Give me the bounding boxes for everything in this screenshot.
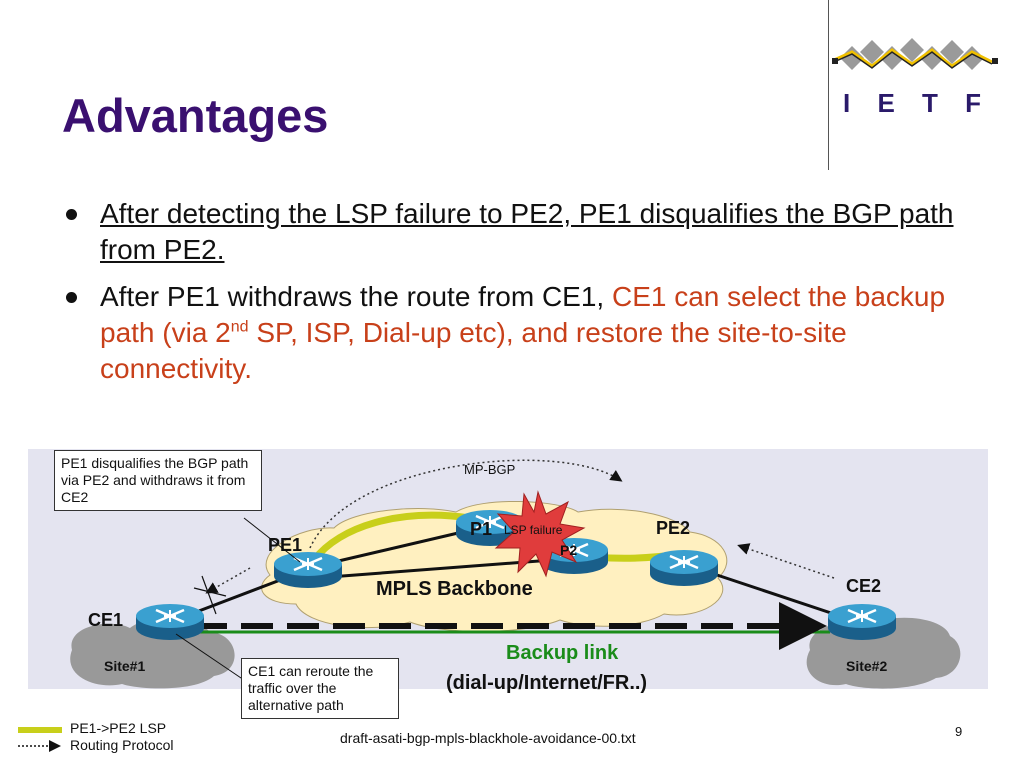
pe1-label: PE1	[268, 535, 303, 555]
bullet-list: After detecting the LSP failure to PE2, …	[62, 196, 962, 398]
bullet-1-text: After detecting the LSP failure to PE2, …	[100, 198, 954, 265]
slide-title: Advantages	[62, 89, 329, 142]
logo-divider	[828, 0, 829, 170]
mpls-backbone-label: MPLS Backbone	[376, 578, 533, 600]
ce2-label: CE2	[846, 576, 882, 596]
bullet-2-red-b: SP, ISP, Dial-up etc), and restore the s…	[100, 317, 847, 384]
backup-detail-label: (dial-up/Internet/FR..)	[446, 672, 648, 694]
p1-label: P1	[470, 519, 493, 539]
callout-ce1: CE1 can reroute the traffic over the alt…	[241, 658, 399, 719]
ietf-logo: I E T F	[832, 38, 998, 118]
bullet-2-red-a: CE1 can select the backup path (via 2	[100, 281, 946, 348]
site2-label: Site#2	[846, 658, 888, 674]
backup-link-label: Backup link	[506, 642, 619, 664]
page-number: 9	[955, 724, 963, 739]
lsp-failure-burst	[494, 490, 586, 578]
ce1-label: CE1	[88, 610, 124, 630]
ce1-router	[134, 602, 206, 642]
bullet-2-sup: nd	[230, 318, 249, 336]
pe2-router	[648, 548, 720, 588]
ce2-router	[826, 602, 898, 642]
bullet-1: After detecting the LSP failure to PE2, …	[62, 196, 962, 268]
legend-lsp-label: PE1->PE2 LSP	[70, 720, 167, 736]
legend-routing-label: Routing Protocol	[70, 737, 174, 753]
footer-text: draft-asati-bgp-mpls-blackhole-avoidance…	[340, 730, 636, 746]
site1-label: Site#1	[104, 658, 146, 674]
logo-text: I E T F	[843, 88, 991, 118]
bullet-2: After PE1 withdraws the route from CE1, …	[62, 279, 962, 387]
bullet-2-black: After PE1 withdraws the route from CE1,	[100, 281, 612, 312]
p2-label: P2	[560, 542, 578, 558]
mp-bgp-label: MP-BGP	[464, 462, 516, 477]
callout-pe1: PE1 disqualifies the BGP path via PE2 an…	[54, 450, 262, 511]
pe1-router	[272, 550, 344, 590]
lsp-failure-label: LSP failure	[504, 523, 563, 537]
mp-bgp-curve	[309, 459, 623, 549]
pe2-label: PE2	[656, 518, 691, 538]
